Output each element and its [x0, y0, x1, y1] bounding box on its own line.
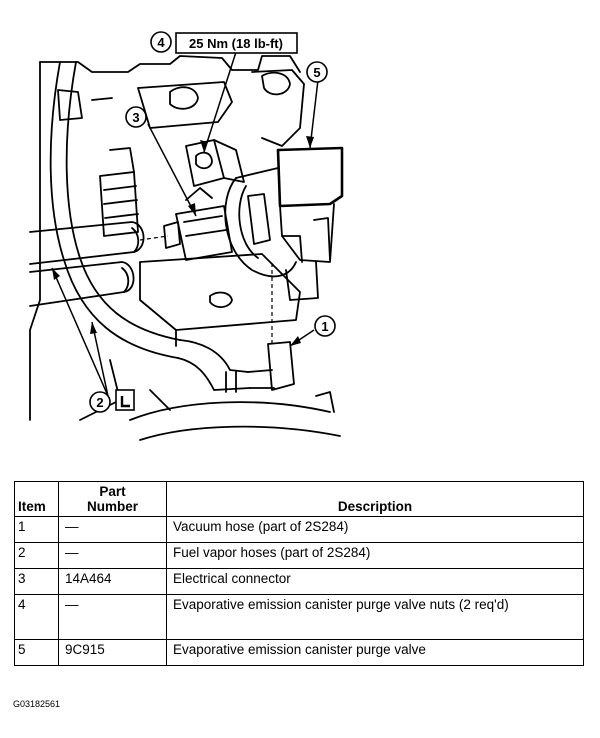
callout-3: 3 — [125, 106, 147, 128]
table-row: 1 — Vacuum hose (part of 2S284) — [14, 516, 584, 543]
parts-table: Item Part Number Description 1 — Vacuum … — [14, 481, 584, 666]
table-row: 3 14A464 Electrical connector — [14, 568, 584, 595]
callout-2-label: 2 — [96, 395, 103, 410]
cell-item: 3 — [14, 568, 59, 595]
cell-item: 4 — [14, 594, 59, 640]
cell-part-number: 9C915 — [58, 639, 167, 666]
cell-item: 1 — [14, 516, 59, 543]
purge-valve-illustration: 4 25 Nm (18 lb-ft) 5 3 1 2 — [29, 31, 344, 441]
cell-part-number: 14A464 — [58, 568, 167, 595]
cell-description: Electrical connector — [166, 568, 584, 595]
callout-4: 4 — [150, 31, 172, 53]
header-part-number-line1: Part — [99, 484, 126, 499]
callout-2: 2 — [89, 391, 111, 413]
figure-code: G03182561 — [13, 699, 61, 709]
header-item: Item — [14, 481, 59, 517]
cell-item: 2 — [14, 542, 59, 569]
leader-line-3 — [147, 123, 197, 217]
leader-line-4 — [203, 51, 237, 153]
torque-spec: 25 Nm (18 lb-ft) — [175, 32, 298, 54]
cell-description: Evaporative emission canister purge valv… — [166, 639, 584, 666]
cell-part-number: — — [58, 594, 167, 640]
table-row: 2 — Fuel vapor hoses (part of 2S284) — [14, 542, 584, 569]
callout-5-label: 5 — [313, 65, 320, 80]
leader-line-2a — [51, 267, 109, 397]
table-row: 5 9C915 Evaporative emission canister pu… — [14, 639, 584, 666]
leader-line-2b — [91, 321, 109, 397]
callout-1-label: 1 — [321, 319, 328, 334]
callout-5: 5 — [306, 61, 328, 83]
cell-part-number: — — [58, 516, 167, 543]
cell-description: Vacuum hose (part of 2S284) — [166, 516, 584, 543]
header-description: Description — [166, 481, 584, 517]
callout-4-label: 4 — [157, 35, 165, 50]
torque-spec-label: 25 Nm (18 lb-ft) — [189, 36, 283, 51]
cell-part-number: — — [58, 542, 167, 569]
header-part-number: Part Number — [58, 481, 167, 517]
cell-description: Evaporative emission canister purge valv… — [166, 594, 584, 640]
callout-1: 1 — [314, 315, 336, 337]
table-header-row: Item Part Number Description — [14, 481, 584, 517]
reference-box-icon — [115, 389, 135, 411]
cell-description: Fuel vapor hoses (part of 2S284) — [166, 542, 584, 569]
cell-item: 5 — [14, 639, 59, 666]
callout-3-label: 3 — [132, 110, 139, 125]
table-row: 4 — Evaporative emission canister purge … — [14, 594, 584, 640]
header-part-number-line2: Number — [86, 499, 138, 514]
